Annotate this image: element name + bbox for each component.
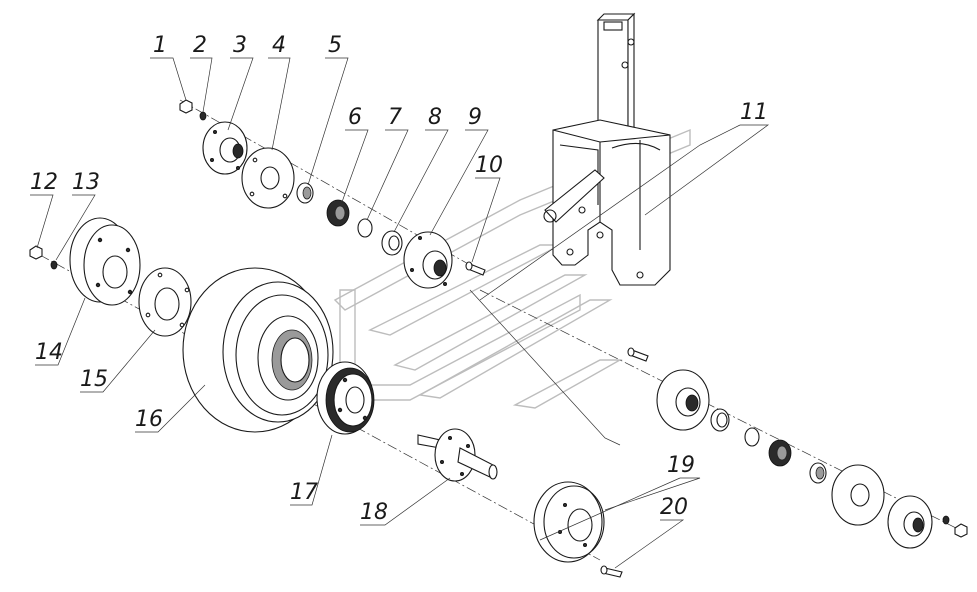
flange-cover-3 xyxy=(202,121,248,175)
washer-13 xyxy=(50,260,58,270)
callout-15: 15 xyxy=(80,367,108,392)
nut-12 xyxy=(29,245,43,260)
callout-18: 18 xyxy=(360,500,388,525)
callout-19: 19 xyxy=(667,453,695,478)
callout-12: 12 xyxy=(30,170,58,195)
callout-7: 7 xyxy=(388,105,402,130)
callout-14: 14 xyxy=(35,340,63,365)
rim-half-17 xyxy=(316,361,375,435)
bolt-10 xyxy=(465,261,486,276)
spacer-8 xyxy=(381,230,403,256)
tire-16 xyxy=(182,267,334,433)
housing-flange-9 xyxy=(403,231,453,289)
callout-2: 2 xyxy=(193,33,207,58)
right-bearing-assembly xyxy=(627,347,968,549)
callout-labels: 1 2 3 4 5 6 7 8 9 10 11 12 13 14 15 16 1… xyxy=(30,33,768,525)
callout-17: 17 xyxy=(290,480,318,505)
frame-bracket xyxy=(543,12,671,286)
callout-9: 9 xyxy=(468,105,482,130)
callout-3: 3 xyxy=(233,33,247,58)
gasket-4 xyxy=(241,147,295,209)
bolt-20 xyxy=(600,565,623,578)
callout-6: 6 xyxy=(348,105,362,130)
callout-10: 10 xyxy=(475,153,503,178)
nut-1 xyxy=(179,99,193,114)
hub-cover-19 xyxy=(533,481,605,563)
retaining-ring-7 xyxy=(357,218,373,238)
bearing-6 xyxy=(326,199,350,227)
rim-half-14 xyxy=(69,217,141,306)
callout-5: 5 xyxy=(328,33,342,58)
callout-8: 8 xyxy=(428,105,442,130)
leader-lines xyxy=(30,57,770,569)
callout-13: 13 xyxy=(72,170,100,195)
hub-axle-18 xyxy=(417,428,498,482)
washer-2 xyxy=(199,111,207,121)
callout-4: 4 xyxy=(272,33,286,58)
callout-11: 11 xyxy=(740,100,768,125)
seal-5 xyxy=(296,182,314,204)
gasket-15 xyxy=(138,267,192,337)
callout-16: 16 xyxy=(135,407,163,432)
callout-1: 1 xyxy=(153,33,167,58)
callout-20: 20 xyxy=(660,495,688,520)
